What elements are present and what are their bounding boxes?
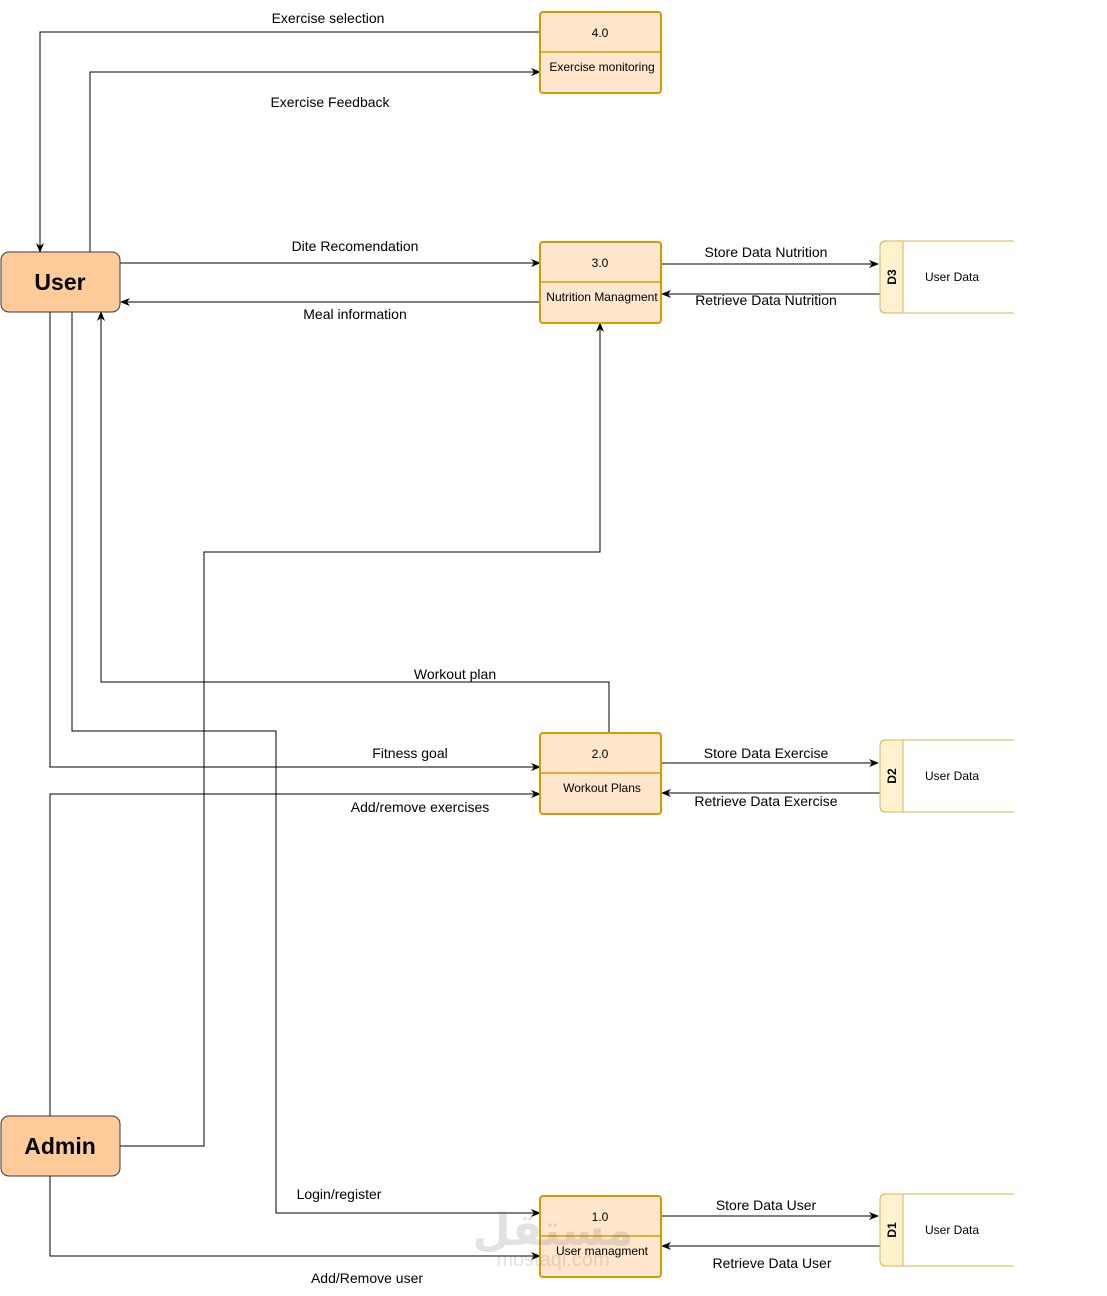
label-store-nutrition: Store Data Nutrition xyxy=(705,244,828,260)
watermark-arabic: مستقل xyxy=(473,1206,634,1255)
datastore-d3-name: User Data xyxy=(925,270,979,284)
process-1-0-name: User managment xyxy=(556,1244,649,1258)
process-3-0[interactable]: 3.0 Nutrition Managment xyxy=(539,241,662,324)
datastore-d1[interactable]: D1 User Data xyxy=(879,1193,1014,1267)
label-retrieve-nutrition: Retrieve Data Nutrition xyxy=(695,292,837,308)
entity-user[interactable]: User xyxy=(0,251,121,313)
flow-exercise-selection-line xyxy=(36,31,540,253)
flow-lines xyxy=(36,31,880,1260)
label-workout-plan: Workout plan xyxy=(414,666,496,682)
flow-exercise-feedback-line xyxy=(89,68,541,252)
flow-add-remove-user-line xyxy=(49,1176,541,1260)
label-login-register: Login/register xyxy=(297,1186,382,1202)
datastore-d2-id: D2 xyxy=(885,768,899,784)
label-dite-recomendation: Dite Recomendation xyxy=(292,238,419,254)
label-fitness-goal: Fitness goal xyxy=(372,745,447,761)
flow-admin-to-nutrition-line xyxy=(120,322,604,1147)
flow-fitness-goal-line xyxy=(49,312,541,771)
watermark-latin: mostaql.com xyxy=(496,1249,609,1271)
label-add-remove-exercises: Add/remove exercises xyxy=(351,799,490,815)
label-meal-information: Meal information xyxy=(303,306,407,322)
datastore-d1-id: D1 xyxy=(885,1222,899,1238)
flow-workout-plan-line xyxy=(97,311,610,733)
flow-add-remove-exercises-line xyxy=(49,790,541,1116)
datastore-d1-name: User Data xyxy=(925,1223,979,1237)
entity-admin[interactable]: Admin xyxy=(0,1115,121,1177)
datastore-d2[interactable]: D2 User Data xyxy=(879,739,1014,813)
process-2-0[interactable]: 2.0 Workout Plans xyxy=(539,732,662,815)
process-1-0[interactable]: 1.0 User managment xyxy=(539,1195,662,1278)
datastore-d3-id: D3 xyxy=(885,269,899,285)
process-2-0-name: Workout Plans xyxy=(563,781,641,795)
label-add-remove-user: Add/Remove user xyxy=(311,1270,423,1286)
label-exercise-selection: Exercise selection xyxy=(272,10,385,26)
label-retrieve-exercise: Retrieve Data Exercise xyxy=(694,793,837,809)
watermark: مستقل mostaql.com xyxy=(473,1206,634,1271)
process-4-0-name: Exercise monitoring xyxy=(549,60,654,74)
entity-admin-label: Admin xyxy=(24,1133,96,1159)
label-store-exercise: Store Data Exercise xyxy=(704,745,829,761)
process-3-0-id: 3.0 xyxy=(592,256,609,270)
process-2-0-id: 2.0 xyxy=(592,747,609,761)
entity-user-label: User xyxy=(34,269,85,295)
flow-login-register-line xyxy=(71,312,541,1217)
process-1-0-id: 1.0 xyxy=(592,1210,609,1224)
datastore-d3[interactable]: D3 User Data xyxy=(879,240,1014,314)
label-retrieve-user: Retrieve Data User xyxy=(712,1255,831,1271)
label-store-user: Store Data User xyxy=(716,1197,817,1213)
process-3-0-name: Nutrition Managment xyxy=(546,290,658,304)
process-4-0[interactable]: 4.0 Exercise monitoring xyxy=(539,11,662,94)
label-exercise-feedback: Exercise Feedback xyxy=(270,94,390,110)
process-4-0-id: 4.0 xyxy=(592,26,609,40)
flow-labels: Exercise selection Exercise Feedback Dit… xyxy=(270,10,837,1286)
datastore-d2-name: User Data xyxy=(925,769,979,783)
